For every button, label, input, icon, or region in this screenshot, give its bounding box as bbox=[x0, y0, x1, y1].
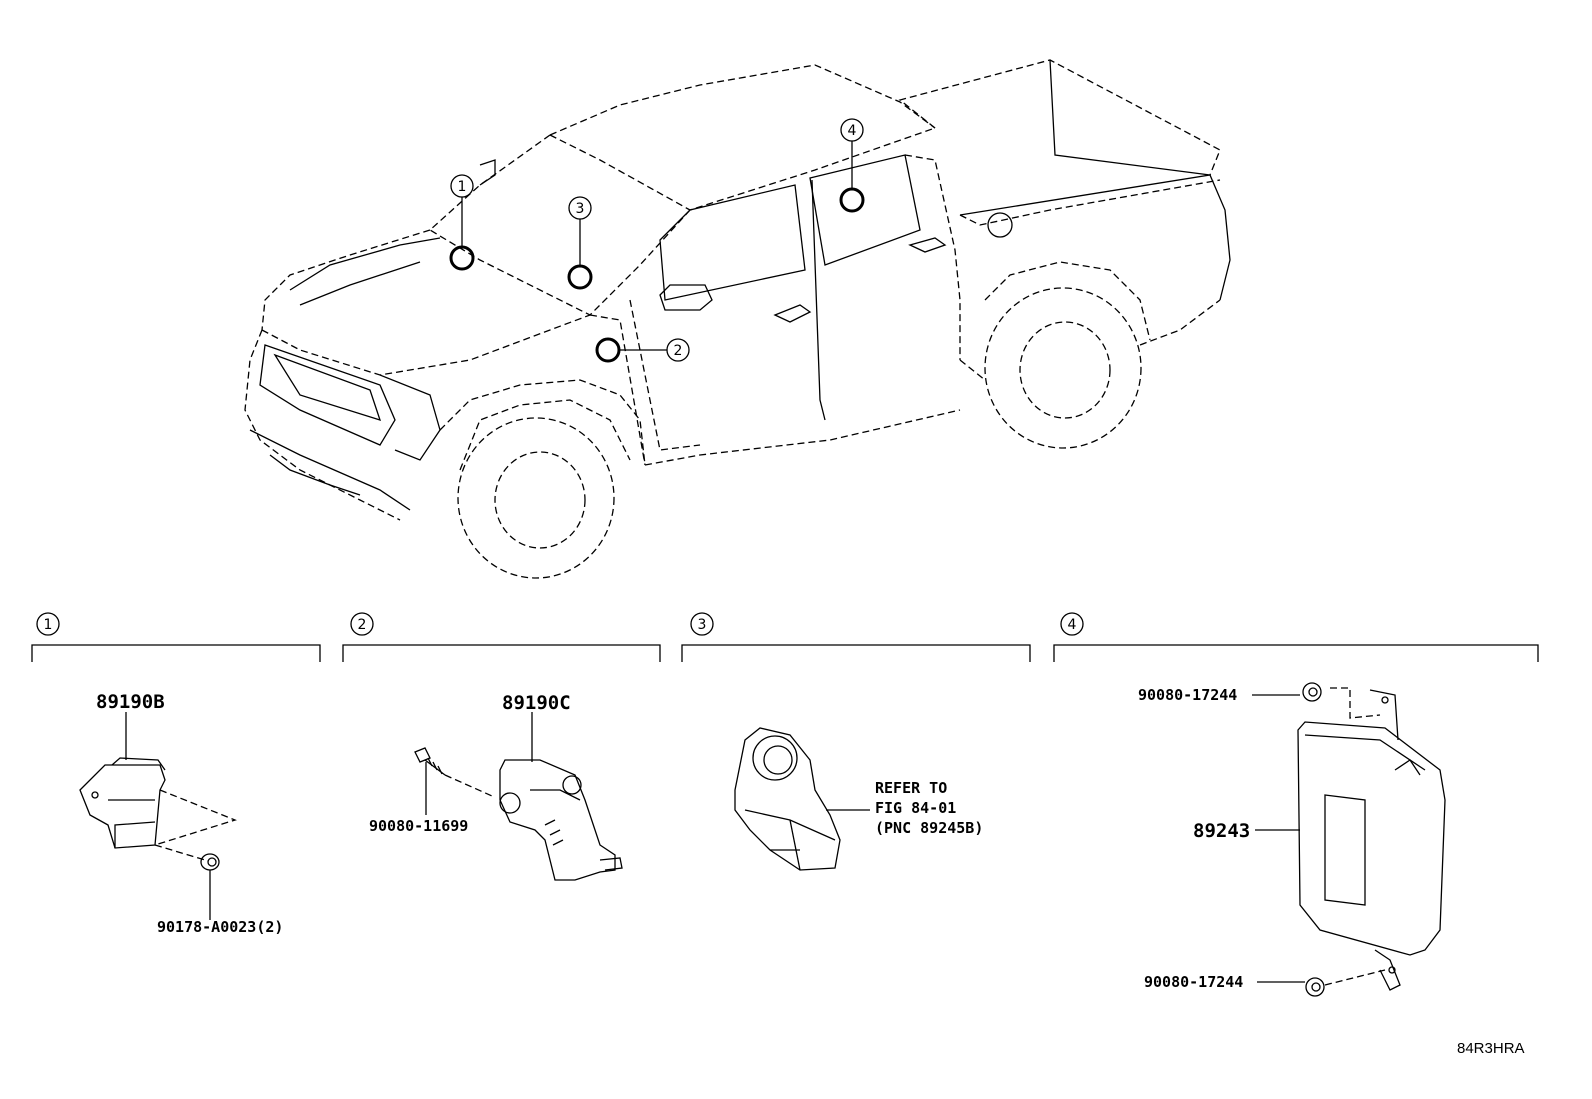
callout-marker-2: 2 bbox=[595, 337, 690, 363]
callout-marker-3: 3 bbox=[567, 196, 593, 290]
nut-90178-drawing bbox=[200, 853, 220, 871]
section-2-number: 2 bbox=[358, 617, 367, 633]
part-label-90080-17244-top: 90080-17244 bbox=[1138, 686, 1237, 704]
section-4-number: 4 bbox=[1068, 617, 1077, 633]
nut-90080-17244-bottom-drawing bbox=[1305, 977, 1325, 997]
callout-marker-1: 1 bbox=[449, 174, 475, 271]
callout-marker-4: 4 bbox=[839, 118, 865, 213]
callout-4-number: 4 bbox=[848, 123, 857, 139]
figure-code: 84R3HRA bbox=[1457, 1040, 1525, 1057]
refer-to-line-1: REFER TO bbox=[875, 779, 947, 797]
callout-1-number: 1 bbox=[458, 179, 467, 195]
callout-3-number: 3 bbox=[576, 201, 585, 217]
sensor-89190b-drawing bbox=[79, 757, 237, 861]
bolt-90080-11699-drawing bbox=[414, 747, 493, 797]
part-label-89243: 89243 bbox=[1193, 820, 1250, 842]
sensor-89190c-drawing bbox=[499, 759, 623, 881]
part-label-89190c: 89190C bbox=[502, 692, 571, 714]
truck-illustration bbox=[244, 59, 1231, 579]
section-1-number: 1 bbox=[44, 617, 53, 633]
section-header-1: 1 bbox=[31, 612, 321, 662]
part-label-90080-11699: 90080-11699 bbox=[369, 817, 468, 835]
section-3-number: 3 bbox=[698, 617, 707, 633]
part-label-90080-17244-bottom: 90080-17244 bbox=[1144, 973, 1243, 991]
nut-90080-17244-top-drawing bbox=[1302, 682, 1322, 702]
part-label-90178-a0023: 90178-A0023(2) bbox=[157, 918, 283, 936]
section-header-2: 2 bbox=[342, 612, 661, 662]
steering-sensor-drawing bbox=[734, 727, 841, 871]
module-89243-drawing bbox=[1297, 687, 1446, 991]
part-label-89190b: 89190B bbox=[96, 691, 165, 713]
refer-to-line-2: FIG 84-01 bbox=[875, 799, 956, 817]
callout-2-number: 2 bbox=[674, 343, 683, 359]
section-header-3: 3 bbox=[681, 612, 1031, 662]
section-header-4: 4 bbox=[1053, 612, 1539, 662]
refer-to-line-3: (PNC 89245B) bbox=[875, 819, 983, 837]
